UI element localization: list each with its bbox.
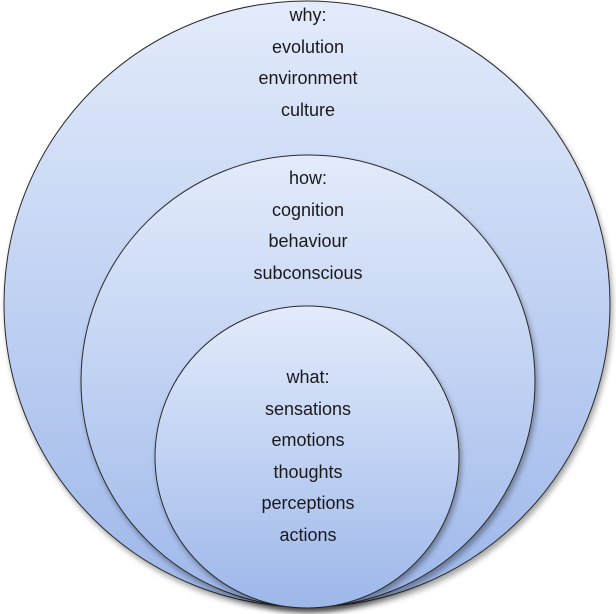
what-heading: what: bbox=[286, 367, 330, 387]
how-heading: how: bbox=[288, 168, 328, 188]
what-item-perceptions: perceptions bbox=[261, 493, 355, 513]
how-item-cognition: cognition bbox=[271, 199, 345, 220]
how-label-group: how: cognition behaviour subconscious bbox=[0, 163, 616, 289]
why-label-group: why: evolution environment culture bbox=[0, 0, 616, 126]
how-item-behaviour: behaviour bbox=[268, 231, 348, 251]
why-item-evolution: evolution bbox=[271, 36, 345, 57]
what-item-thoughts: thoughts bbox=[273, 461, 343, 482]
what-item-sensations: sensations bbox=[264, 398, 352, 419]
why-heading: why: bbox=[289, 5, 327, 25]
what-item-emotions: emotions bbox=[271, 430, 345, 450]
why-item-environment: environment bbox=[258, 68, 358, 88]
how-item-subconscious: subconscious bbox=[253, 262, 363, 283]
what-item-actions: actions bbox=[279, 524, 337, 545]
inner-circle-what bbox=[154, 305, 460, 609]
what-label-group: what: sensations emotions thoughts perce… bbox=[0, 362, 616, 551]
why-item-culture: culture bbox=[280, 99, 336, 120]
